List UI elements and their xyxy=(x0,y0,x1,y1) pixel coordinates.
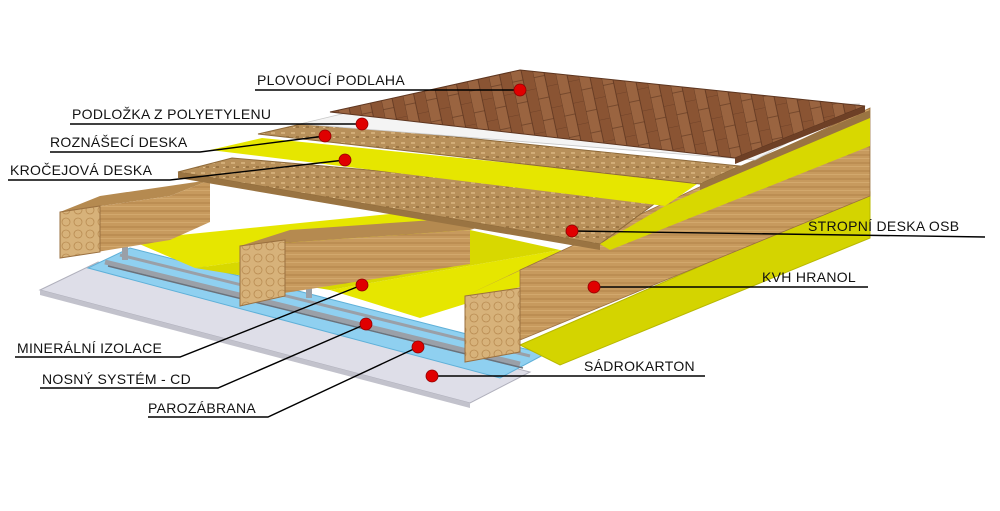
marker-mineralni xyxy=(355,278,369,292)
label-stropni-osb: STROPNÍ DESKA OSB xyxy=(808,218,960,234)
impact-sound-board xyxy=(210,114,870,250)
marker-roznaseci xyxy=(318,129,332,143)
label-parozabrana: PAROZÁBRANA xyxy=(148,400,257,416)
floating-floor xyxy=(329,69,866,164)
leader-mineralni xyxy=(15,284,363,358)
marker-stropni-osb xyxy=(565,224,579,238)
label-nosny-system: NOSNÝ SYSTÉM - CD xyxy=(42,371,192,387)
plasterboard-layer xyxy=(38,261,532,408)
marker-parozabrana xyxy=(411,340,425,354)
label-mineralni-izolace: MINERÁLNÍ IZOLACE xyxy=(17,340,163,356)
label-krocejova: KROČEJOVÁ DESKA xyxy=(10,162,153,178)
label-roznaseci: ROZNÁŠECÍ DESKA xyxy=(50,134,188,150)
markers xyxy=(318,83,601,383)
load-distribution-board xyxy=(257,110,870,190)
leader-parozabrana xyxy=(148,346,419,418)
label-kvh-hranol: KVH HRANOL xyxy=(762,269,857,285)
marker-kvh xyxy=(587,280,601,294)
leader-nosny xyxy=(40,323,367,389)
leader-roznaseci xyxy=(50,135,326,153)
marker-krocejova xyxy=(338,153,352,167)
leader-krocejova xyxy=(8,159,346,181)
label-podlozka: PODLOŽKA Z POLYETYLENU xyxy=(72,106,272,122)
label-sadrokarton: SÁDROKARTON xyxy=(584,358,695,374)
leader-stropni-osb xyxy=(571,230,986,238)
label-plovouci-podlaha: PLOVOUCÍ PODLAHA xyxy=(257,72,405,88)
leader-lines xyxy=(8,89,986,418)
marker-podlozka xyxy=(355,117,369,131)
marker-sadrokarton xyxy=(425,369,439,383)
marker-nosny xyxy=(359,317,373,331)
marker-plovouci-podlaha xyxy=(513,83,527,97)
